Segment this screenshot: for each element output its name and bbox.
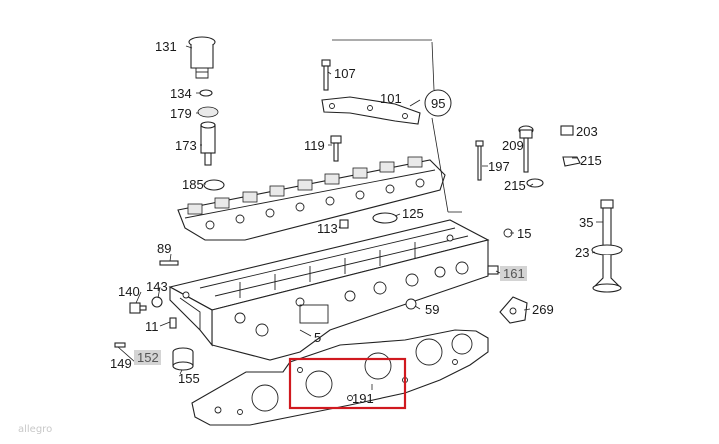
valve-23: [591, 199, 623, 293]
callout-101: 101: [380, 91, 402, 106]
callout-125: 125: [402, 206, 424, 221]
bolt-209: [518, 125, 534, 173]
callout-143: 143: [146, 279, 168, 294]
callout-5: 5: [314, 330, 321, 345]
washer-215-lower: [526, 178, 544, 188]
plug-140: [129, 302, 147, 314]
seal-125: [372, 212, 398, 224]
callout-11: 11: [145, 319, 159, 334]
leader-lines: [117, 39, 603, 390]
filler-neck-131: [188, 36, 225, 191]
ring-143: [151, 296, 163, 308]
watermark: allegro: [18, 424, 52, 435]
callout-197: 197: [488, 159, 510, 174]
plug-59: [405, 298, 417, 310]
callout-95: 95: [431, 96, 445, 111]
washer-215-upper: [562, 156, 581, 167]
sleeve-11: [169, 317, 177, 329]
plug-113: [339, 219, 349, 229]
callout-185: 185: [182, 177, 204, 192]
callout-149: 149: [110, 356, 132, 371]
callout-35: 35: [579, 215, 593, 230]
stud-197: [475, 140, 484, 181]
callout-119: 119: [304, 138, 325, 153]
bolt-107: [321, 59, 331, 91]
pin-89: [159, 260, 179, 266]
callout-labels: 131 134 179 173 185 107 101 95 119 197 2…: [110, 39, 602, 406]
callout-23: 23: [575, 245, 589, 260]
head-gasket: [191, 329, 489, 426]
cam-carrier: [177, 156, 446, 241]
callout-circle-95: [424, 89, 452, 117]
callout-161: 161: [503, 266, 525, 281]
callout-131: 131: [155, 39, 177, 54]
label-box-161: [500, 266, 527, 281]
pin-149: [114, 342, 126, 348]
callout-215b: 215: [504, 178, 526, 193]
nut-203: [560, 125, 574, 136]
callout-15: 15: [517, 226, 531, 241]
callout-134: 134: [170, 86, 192, 101]
callout-179: 179: [170, 106, 192, 121]
callout-59: 59: [425, 302, 439, 317]
callout-191: 191: [352, 391, 374, 406]
callout-155: 155: [178, 371, 200, 386]
callout-203: 203: [576, 124, 598, 139]
bracket-101: [321, 96, 421, 125]
callout-215a: 215: [580, 153, 602, 168]
bolt-119: [330, 135, 342, 162]
callout-209: 209: [502, 138, 524, 153]
sprocket-269: [499, 296, 528, 324]
cylinder-head: [168, 219, 490, 361]
callout-140: 140: [118, 284, 140, 299]
callout-113: 113: [317, 221, 338, 236]
plug-161: [487, 265, 499, 275]
bushing-155: [172, 347, 194, 371]
callout-107: 107: [334, 66, 356, 81]
highlight-box: [288, 357, 407, 410]
callout-89: 89: [157, 241, 171, 256]
callout-173: 173: [175, 138, 197, 153]
label-box-152: [134, 350, 161, 365]
callout-152: 152: [137, 350, 159, 365]
callout-269: 269: [532, 302, 554, 317]
